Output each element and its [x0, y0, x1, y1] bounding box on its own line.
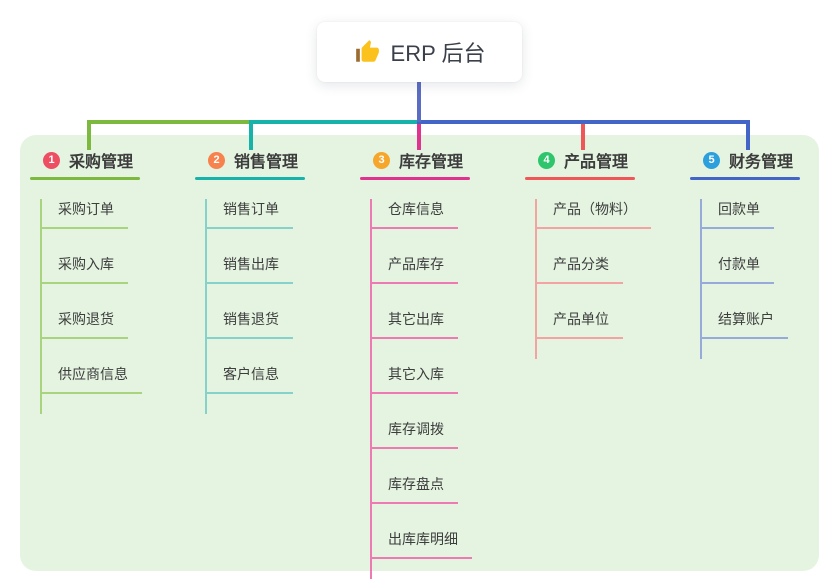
branch-underline	[690, 177, 800, 180]
branch-underline	[30, 177, 140, 180]
branch-node-4[interactable]: 4 产品管理	[525, 149, 690, 171]
root-node-title: ERP 后台	[390, 41, 486, 66]
root-node-erp-backend[interactable]: ERP 后台	[317, 22, 522, 82]
children-vertical-line	[205, 199, 207, 414]
drop-line-branch-5	[746, 120, 750, 150]
child-node[interactable]: 销售订单	[205, 199, 293, 229]
branch-node-3[interactable]: 3 库存管理	[360, 149, 525, 171]
branch-number-badge: 3	[373, 151, 390, 169]
branch-label: 库存管理	[399, 154, 464, 171]
child-node[interactable]: 其它入库	[370, 364, 458, 394]
branch-node-2[interactable]: 2 销售管理	[195, 149, 360, 171]
child-node[interactable]: 产品库存	[370, 254, 458, 284]
branch-underline	[525, 177, 635, 180]
branch-children: 产品（物料） 产品分类产品单位	[525, 199, 690, 359]
child-node[interactable]: 仓库信息	[370, 199, 458, 229]
child-node[interactable]: 产品分类	[535, 254, 623, 284]
child-node[interactable]: 产品单位	[535, 309, 623, 339]
children-vertical-line	[700, 199, 702, 359]
branch-node-1[interactable]: 1 采购管理	[30, 149, 195, 171]
branch-number-badge: 4	[538, 151, 555, 169]
branch-underline	[360, 177, 470, 180]
mindmap-background-panel	[20, 135, 819, 571]
child-node[interactable]: 库存调拨	[370, 419, 458, 449]
bus-segment-branch-1	[87, 120, 251, 124]
child-node[interactable]: 库存盘点	[370, 474, 458, 504]
branch-children: 采购订单采购入库采购退货供应商信息	[30, 199, 195, 414]
child-node[interactable]: 销售退货	[205, 309, 293, 339]
drop-line-branch-3	[417, 122, 421, 150]
child-node[interactable]: 销售出库	[205, 254, 293, 284]
thumbs-up-icon	[354, 39, 380, 65]
children-vertical-line	[40, 199, 42, 414]
child-node[interactable]: 结算账户	[700, 309, 788, 339]
bus-segment-branch-5	[417, 120, 750, 124]
bus-segment-branch-2	[249, 120, 419, 124]
branch-4: 4 产品管理产品（物料） 产品分类产品单位	[525, 149, 690, 364]
branch-label: 产品管理	[564, 154, 629, 171]
child-node[interactable]: 回款单	[700, 199, 774, 229]
branch-label: 销售管理	[234, 154, 299, 171]
child-node[interactable]: 客户信息	[205, 364, 293, 394]
children-vertical-line	[535, 199, 537, 359]
branch-node-5[interactable]: 5 财务管理	[690, 149, 839, 171]
child-node[interactable]: 付款单	[700, 254, 774, 284]
branch-children: 销售订单销售出库销售退货客户信息	[195, 199, 360, 414]
child-node[interactable]: 出库库明细	[370, 529, 472, 559]
child-node[interactable]: 采购入库	[40, 254, 128, 284]
children-vertical-line	[370, 199, 372, 579]
drop-line-branch-2	[249, 120, 253, 150]
drop-line-branch-4	[581, 122, 585, 150]
child-node[interactable]: 其它出库	[370, 309, 458, 339]
branch-label: 采购管理	[69, 154, 134, 171]
child-node[interactable]: 供应商信息	[40, 364, 142, 394]
child-node[interactable]: 采购退货	[40, 309, 128, 339]
branch-children: 仓库信息产品库存其它出库其它入库库存调拨库存盘点出库库明细	[360, 199, 525, 579]
branch-2: 2 销售管理销售订单销售出库销售退货客户信息	[195, 149, 360, 419]
child-node[interactable]: 采购订单	[40, 199, 128, 229]
child-node[interactable]: 产品（物料）	[535, 199, 651, 229]
branch-number-badge: 5	[703, 151, 720, 169]
branch-number-badge: 2	[208, 151, 225, 169]
branch-3: 3 库存管理仓库信息产品库存其它出库其它入库库存调拨库存盘点出库库明细	[360, 149, 525, 584]
trunk-line	[417, 82, 421, 122]
branch-number-badge: 1	[43, 151, 60, 169]
branch-label: 财务管理	[729, 154, 794, 171]
branch-1: 1 采购管理采购订单采购入库采购退货供应商信息	[30, 149, 195, 419]
branch-children: 回款单付款单结算账户	[690, 199, 839, 359]
branch-underline	[195, 177, 305, 180]
branch-5: 5 财务管理回款单付款单结算账户	[690, 149, 839, 364]
drop-line-branch-1	[87, 120, 91, 150]
